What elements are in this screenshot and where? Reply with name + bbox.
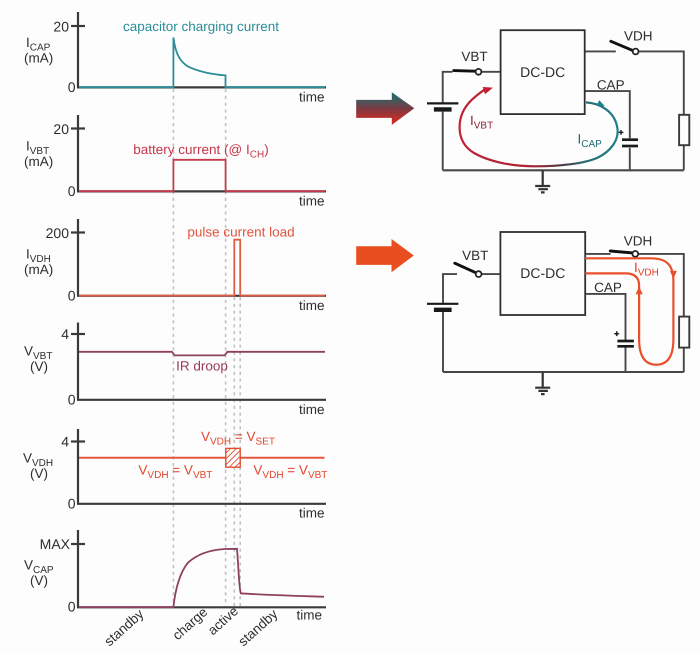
svg-text:(mA): (mA) [24, 51, 53, 66]
svg-text:(mA): (mA) [24, 262, 53, 277]
svg-text:20: 20 [53, 121, 69, 137]
svg-text:time: time [296, 608, 322, 623]
svg-text:20: 20 [53, 19, 69, 35]
svg-text:time: time [299, 298, 325, 313]
svg-text:MAX: MAX [40, 536, 71, 552]
svg-text:(V): (V) [30, 359, 48, 374]
svg-text:time: time [299, 506, 325, 521]
svg-text:200: 200 [46, 225, 70, 241]
svg-text:VBT: VBT [461, 49, 487, 64]
svg-text:DC-DC: DC-DC [520, 265, 565, 281]
svg-text:time: time [299, 402, 325, 417]
svg-text:4: 4 [61, 434, 69, 450]
svg-text:(mA): (mA) [24, 154, 53, 169]
svg-text:time: time [299, 194, 325, 209]
svg-text:0: 0 [68, 288, 76, 304]
svg-text:0: 0 [68, 183, 76, 199]
svg-text:(V): (V) [30, 466, 48, 481]
svg-text:battery current (@ ICH): battery current (@ ICH) [133, 142, 268, 161]
svg-text:VDH: VDH [624, 233, 653, 248]
svg-text:VBT: VBT [462, 248, 488, 263]
svg-text:0: 0 [68, 496, 76, 512]
svg-text:0: 0 [68, 599, 76, 615]
svg-text:pulse current load: pulse current load [187, 225, 294, 240]
svg-text:time: time [299, 90, 325, 105]
svg-text:capacitor charging current: capacitor charging current [123, 19, 279, 34]
svg-text:CAP: CAP [597, 77, 625, 92]
svg-text:0: 0 [68, 79, 76, 95]
svg-text:4: 4 [61, 326, 69, 342]
svg-text:VDH: VDH [624, 28, 653, 43]
svg-text:DC-DC: DC-DC [520, 64, 565, 80]
svg-text:IR droop: IR droop [176, 359, 228, 374]
svg-text:0: 0 [68, 392, 76, 408]
svg-text:CAP: CAP [594, 280, 622, 295]
svg-text:(V): (V) [30, 573, 48, 588]
